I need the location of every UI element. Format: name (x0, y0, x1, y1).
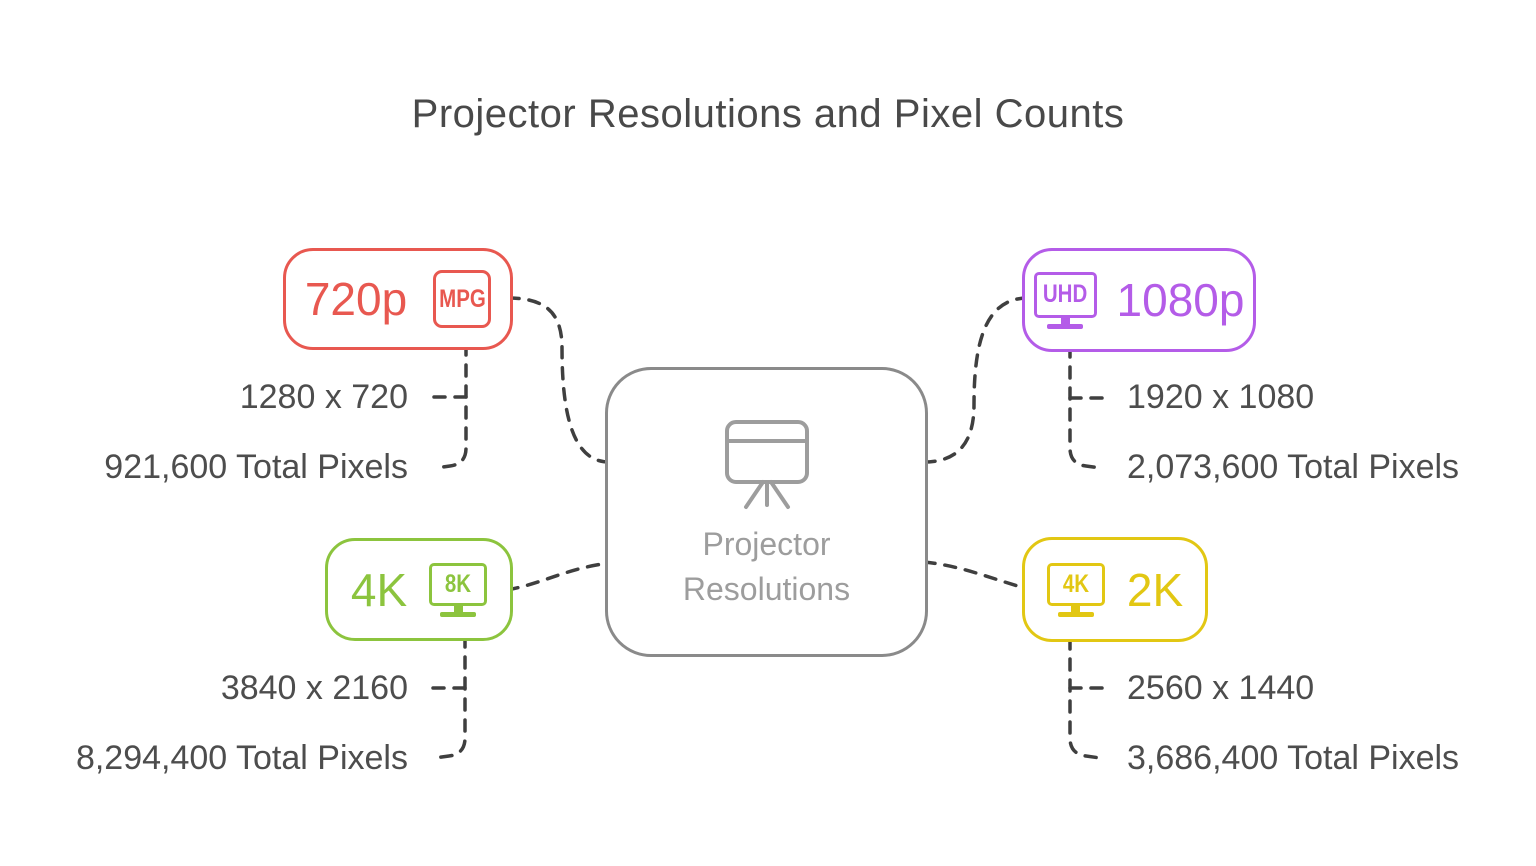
mpg-badge-text: MPG (438, 284, 486, 313)
diagram-title: Projector Resolutions and Pixel Counts (411, 92, 1125, 136)
center-label-line1: Projector (702, 526, 831, 562)
monitor-stand-stem (1071, 605, 1081, 612)
pixels-label-1080p: 2,073,600 Total Pixels (1127, 448, 1460, 486)
mpg-badge-icon: MPG (433, 270, 492, 328)
node-2k: 4K 2K (1022, 537, 1208, 642)
pixels-label-4k: 8,294,400 Total Pixels (75, 739, 408, 777)
node-4k-label: 4K (350, 563, 408, 616)
monitor-stand-base (440, 611, 477, 617)
connector-center-1080p (922, 296, 1030, 464)
center-label-line2: Resolutions (682, 571, 851, 607)
4k-monitor-screen: 4K (1046, 562, 1105, 606)
node-720p-label: 720p (304, 273, 408, 325)
node-1080p-label: 1080p (1116, 274, 1245, 326)
node-720p: 720p MPG (283, 248, 513, 350)
node-1080p: UHD 1080p (1022, 248, 1256, 352)
center-node: Projector Resolutions (605, 367, 928, 657)
4k-monitor-text: 4K (1062, 569, 1089, 598)
resolution-label-4k: 3840 x 2160 (220, 669, 408, 707)
uhd-monitor-text: UHD (1042, 280, 1088, 308)
pixels-label-720p: 921,600 Total Pixels (104, 448, 408, 486)
resolution-label-1080p: 1920 x 1080 (1127, 378, 1315, 416)
resolution-label-720p: 1280 x 720 (239, 378, 408, 416)
center-node-label: Projector Resolutions (683, 522, 850, 612)
resolution-label-2k: 2560 x 1440 (1127, 669, 1315, 707)
monitor-stand-stem (453, 605, 463, 612)
monitor-stand-base (1057, 611, 1094, 617)
8k-monitor-text: 8K (445, 569, 472, 598)
4k-monitor-icon: 4K (1046, 562, 1105, 617)
connector-720p-tail (434, 342, 468, 470)
8k-monitor-icon: 8K (429, 562, 488, 617)
connector-1080p-tail (1068, 344, 1102, 470)
node-2k-label: 2K (1126, 563, 1184, 616)
monitor-stand-base (1047, 323, 1084, 329)
monitor-stand-stem (1060, 317, 1070, 324)
node-4k: 4K 8K (325, 538, 513, 641)
connector-2k-tail (1068, 636, 1102, 760)
uhd-monitor-screen: UHD (1033, 271, 1097, 318)
connector-4k-center (505, 561, 612, 592)
connector-4k-tail (433, 634, 467, 760)
uhd-monitor-icon: UHD (1033, 271, 1097, 329)
pixels-label-2k: 3,686,400 Total Pixels (1127, 739, 1460, 777)
projector-screen-icon (724, 420, 809, 509)
8k-monitor-screen: 8K (429, 562, 488, 606)
connector-center-2k (922, 560, 1030, 591)
connector-720p-center (506, 296, 611, 464)
